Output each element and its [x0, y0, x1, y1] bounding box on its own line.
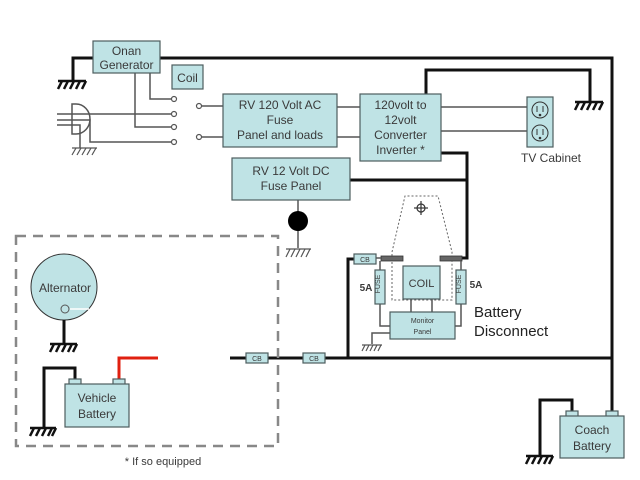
- shore-plug-icon: [71, 103, 91, 135]
- vehicle-battery: Vehicle Battery: [64, 378, 130, 428]
- converter-label-2: 12volt: [384, 113, 417, 127]
- fuse-left-rating: 5A: [360, 283, 373, 294]
- generator-main-wire: [160, 56, 614, 416]
- dc-panel-label-2: Fuse Panel: [261, 179, 322, 193]
- monitor-label-1: Monitor: [411, 318, 435, 325]
- disconnect-coil-label: COIL: [409, 278, 435, 290]
- coach-battery-ground-wire: [538, 398, 574, 455]
- converter-label-3: Converter: [374, 128, 427, 142]
- fuse-right-rating: 5A: [470, 280, 483, 291]
- converter-dc-output-wire: [441, 151, 469, 260]
- bus-cb-1: CB: [245, 352, 269, 364]
- monitor-panel: Monitor Panel: [389, 311, 456, 340]
- generator-ground-icon: [56, 79, 88, 90]
- vehicle-battery-label-2: Battery: [78, 407, 116, 421]
- converter-inverter: 120volt to 12volt Converter Inverter *: [359, 93, 442, 162]
- coach-battery-label-2: Battery: [573, 439, 611, 453]
- shore-lead-2: [57, 119, 171, 143]
- vehicle-battery-ground-icon: [28, 426, 58, 437]
- bus-cb-2: CB: [302, 352, 326, 364]
- coach-battery-ground-icon: [524, 454, 555, 465]
- bus-cb-2-label: CB: [309, 356, 319, 363]
- generator-label-1: Onan: [112, 44, 141, 58]
- battery-disconnect-title-2: Disconnect: [474, 323, 549, 340]
- converter-ground-icon: [573, 100, 605, 111]
- vehicle-boundary-dashed: [14, 234, 280, 448]
- shore-ground-icon: [71, 147, 97, 156]
- fuse-left-label: FUSE: [375, 274, 382, 293]
- alternator-terminal-icon: [60, 304, 70, 314]
- converter-label-1: 120volt to: [374, 98, 426, 112]
- alternator-label: Alternator: [39, 281, 91, 295]
- contact-bar-right: [439, 255, 463, 262]
- monitor-ground-icon: [361, 344, 382, 352]
- disconnect-cb: CB: [353, 253, 377, 265]
- disconnect-coil: COIL: [402, 265, 441, 300]
- dc-panel-ground-icon: [285, 248, 311, 258]
- ac-panel-label-3: Panel and loads: [237, 128, 323, 142]
- tv-cabinet-outlet: TV Cabinet: [521, 96, 582, 165]
- coil-small-label: Coil: [177, 71, 198, 85]
- tv-cabinet-label: TV Cabinet: [521, 151, 582, 165]
- generator-lead-1: [149, 73, 171, 100]
- bus-cb-1-label: CB: [252, 356, 262, 363]
- footnote: * If so equipped: [125, 456, 201, 468]
- outlet-receptacle-icon: [531, 101, 549, 142]
- dc-fuse-panel: RV 12 Volt DC Fuse Panel: [231, 157, 351, 201]
- onan-generator: Onan Generator: [92, 40, 161, 74]
- contact-bar-left: [380, 255, 404, 262]
- ac-panel-label-1: RV 120 Volt AC: [239, 98, 322, 112]
- fuse-left: FUSE: [374, 269, 386, 305]
- coach-battery-label-1: Coach: [575, 423, 610, 437]
- dc-panel-label-1: RV 12 Volt DC: [252, 164, 329, 178]
- fuse-left-wire: [379, 261, 390, 327]
- generator-ground-wire: [71, 56, 93, 80]
- transfer-switch-terminals: [170, 95, 203, 146]
- fuse-right: FUSE: [455, 269, 467, 305]
- monitor-ground-wire: [371, 332, 390, 344]
- vehicle-battery-ground-wire: [42, 366, 77, 427]
- coil-monitor-wires: [410, 299, 433, 312]
- fuse-right-label: FUSE: [456, 274, 463, 293]
- ac-panel-label-2: Fuse: [267, 113, 294, 127]
- coil-small: Coil: [171, 64, 204, 90]
- vehicle-battery-positive-wire: [117, 356, 158, 384]
- crosshair-icon: [414, 201, 428, 215]
- converter-label-4: Inverter *: [376, 143, 425, 157]
- generator-lead-2: [134, 73, 171, 128]
- fuse-right-wire: [455, 261, 462, 327]
- ground-stud-icon: [288, 211, 308, 231]
- generator-label-2: Generator: [99, 58, 153, 72]
- battery-disconnect-title-1: Battery: [474, 304, 522, 321]
- vehicle-battery-label-1: Vehicle: [78, 391, 117, 405]
- disconnect-dotted-outline: [391, 195, 453, 301]
- ac-fuse-panel: RV 120 Volt AC Fuse Panel and loads: [222, 93, 338, 148]
- converter-ground-wire: [424, 68, 592, 101]
- monitor-label-2: Panel: [414, 329, 432, 336]
- disconnect-bus-wire: [346, 257, 354, 358]
- shore-lead-3: [57, 124, 81, 148]
- coach-battery: Coach Battery: [559, 410, 625, 459]
- alternator-ground-icon: [48, 342, 79, 353]
- disconnect-cb-label: CB: [360, 257, 370, 264]
